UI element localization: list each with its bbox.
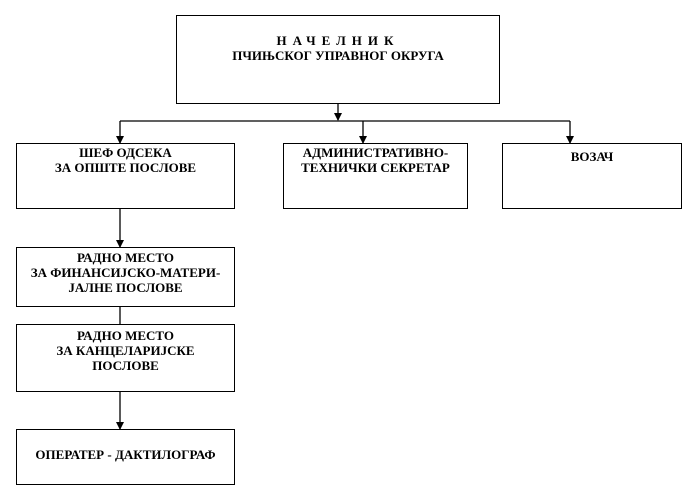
office-post-line3: ПОСЛОВЕ: [92, 358, 159, 373]
office-post-line2: ЗА КАНЦЕЛАРИЈСКЕ: [56, 343, 195, 358]
head-subtitle: ПЧИЊСКОГ УПРАВНОГ ОКРУГА: [232, 48, 444, 63]
finance-post-line3: ЈАЛНЕ ПОСЛОВЕ: [68, 280, 183, 295]
admin-secretary-box: АДМИНИСТРАТИВНО- ТЕХНИЧКИ СЕКРЕТАР: [283, 143, 468, 209]
head-title: НАЧЕЛНИК: [276, 33, 400, 48]
driver-box: ВОЗАЧ: [502, 143, 682, 209]
finance-post-line1: РАДНО МЕСТО: [76, 250, 175, 265]
chief-general-affairs-box: ШЕФ ОДСЕКА ЗА ОПШТЕ ПОСЛОВЕ: [16, 143, 235, 209]
typist-label: ОПЕРАТЕР - ДАКТИЛОГРАФ: [35, 447, 216, 462]
admin-secretary-line2: ТЕХНИЧКИ СЕКРЕТАР: [301, 160, 450, 175]
typist-box: ОПЕРАТЕР - ДАКТИЛОГРАФ: [16, 429, 235, 485]
chief-general-affairs-line2: ЗА ОПШТЕ ПОСЛОВЕ: [54, 160, 197, 175]
office-post-line1: РАДНО МЕСТО: [76, 328, 175, 343]
driver-label: ВОЗАЧ: [570, 149, 614, 164]
finance-post-line2: ЗА ФИНАНСИЈСКО-МАТЕРИ-: [30, 265, 221, 280]
admin-secretary-line1: АДМИНИСТРАТИВНО-: [302, 145, 449, 160]
chief-general-affairs-line1: ШЕФ ОДСЕКА: [79, 145, 172, 160]
finance-post-box: РАДНО МЕСТО ЗА ФИНАНСИЈСКО-МАТЕРИ- ЈАЛНЕ…: [16, 247, 235, 307]
office-post-box: РАДНО МЕСТО ЗА КАНЦЕЛАРИЈСКЕ ПОСЛОВЕ: [16, 324, 235, 392]
head-box: НАЧЕЛНИК ПЧИЊСКОГ УПРАВНОГ ОКРУГА: [176, 15, 500, 104]
